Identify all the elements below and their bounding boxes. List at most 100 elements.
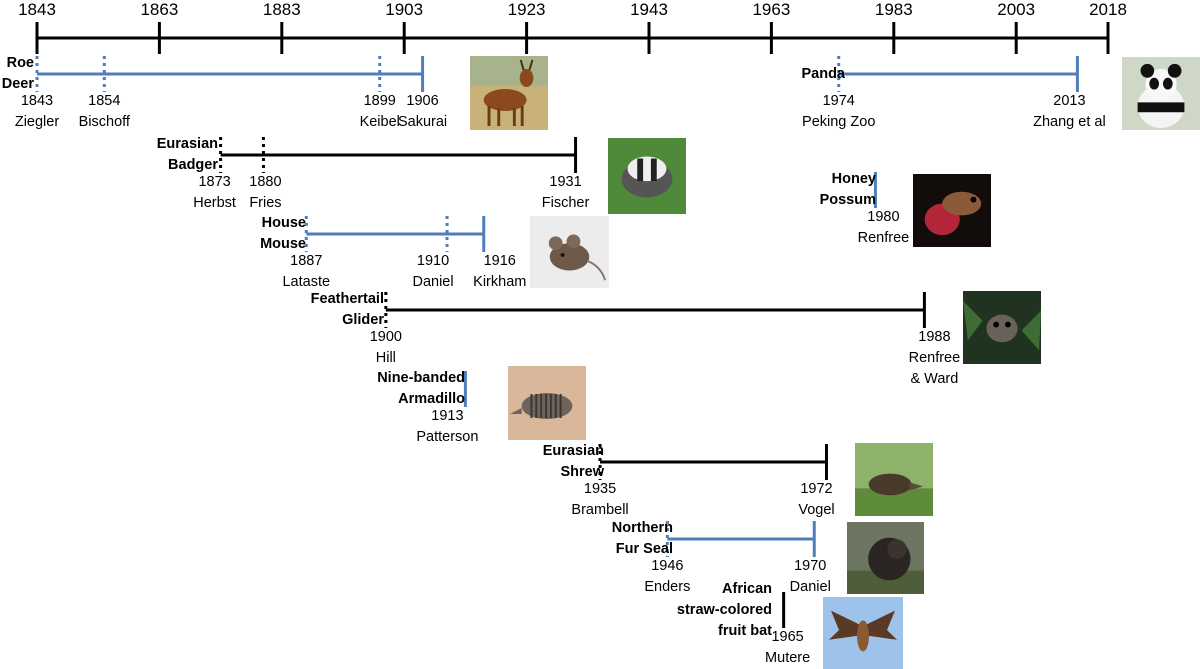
event-author: Patterson xyxy=(416,429,479,445)
event-author: Keibel xyxy=(359,114,400,130)
panda-photo xyxy=(1122,57,1200,130)
species-name-fruit-bat: African straw-colored fruit bat xyxy=(677,579,772,642)
event-author: Fischer xyxy=(541,195,590,211)
event-year: 1843 xyxy=(20,93,54,109)
event-year: 1899 xyxy=(363,93,396,109)
species-name-line: Armadillo xyxy=(398,391,465,407)
axis-tick-label: 1883 xyxy=(262,0,301,19)
event-year: 1900 xyxy=(369,329,402,345)
honey-possum-photo xyxy=(913,174,991,247)
event-year: 1988 xyxy=(918,329,951,345)
event-author: Ziegler xyxy=(14,114,60,130)
species-name-panda: Panda xyxy=(801,64,845,85)
event-year: 1873 xyxy=(198,174,231,190)
event-year: 1887 xyxy=(290,253,323,269)
event-author: Zhang et al xyxy=(1033,114,1106,130)
armadillo-photo xyxy=(508,366,586,440)
fur-seal-photo xyxy=(847,522,924,594)
event-year: 1916 xyxy=(483,253,516,269)
axis-tick-label: 1943 xyxy=(630,0,668,19)
fruit-bat-photo xyxy=(823,597,903,669)
event-year: 1854 xyxy=(88,93,121,109)
event-year: 1906 xyxy=(406,93,439,109)
event-author: Brambell xyxy=(571,502,629,518)
event-year: 1974 xyxy=(822,93,855,109)
species-name-line: fruit bat xyxy=(718,622,772,639)
axis-tick-label: 2003 xyxy=(997,0,1036,19)
axis-tick-label: 1863 xyxy=(140,0,179,19)
event-author: Herbst xyxy=(193,195,236,211)
event-author: Peking Zoo xyxy=(802,114,876,130)
species-name-line: House xyxy=(261,215,306,231)
axis-tick-label: 1923 xyxy=(507,0,546,19)
event-author: Lataste xyxy=(282,274,331,290)
axis-tick-label: 1843 xyxy=(18,0,56,19)
event-author: Renfree xyxy=(857,230,910,246)
axis-tick-label: 1983 xyxy=(874,0,913,19)
event-year: 1972 xyxy=(800,481,833,497)
species-name-line: Badger xyxy=(168,157,218,173)
event-author: Enders xyxy=(644,579,691,595)
species-name-line: Eurasian xyxy=(156,136,218,152)
event-author: Daniel xyxy=(412,274,454,290)
event-year: 1970 xyxy=(794,558,827,574)
event-year: 1965 xyxy=(771,629,804,645)
species-name-line: Glider xyxy=(342,312,384,328)
species-name-line: Feathertail xyxy=(310,291,384,307)
species-name-line: Northern xyxy=(611,520,673,536)
event-author: Kirkham xyxy=(473,274,527,290)
event-year: 1910 xyxy=(416,253,450,269)
event-author: Mutere xyxy=(765,650,811,666)
species-name-line: straw-colored xyxy=(676,601,772,618)
shrew-photo xyxy=(855,443,933,516)
roe-deer-photo xyxy=(470,56,548,130)
species-name-line: Deer xyxy=(1,76,34,92)
event-year: 1913 xyxy=(431,408,464,424)
event-year: 2013 xyxy=(1053,93,1086,109)
mouse-photo xyxy=(530,216,609,288)
event-author: Bischoff xyxy=(78,114,130,130)
event-author: Daniel xyxy=(789,579,831,595)
axis-tick-label: 1903 xyxy=(385,0,424,19)
event-year: 1935 xyxy=(583,481,617,497)
species-name-line: Fur Seal xyxy=(615,541,673,557)
species-name-line: African xyxy=(722,580,772,597)
axis-tick-label: 1963 xyxy=(752,0,791,19)
event-year: 1946 xyxy=(651,558,684,574)
badger-photo xyxy=(608,138,686,214)
event-author: Fries xyxy=(249,195,282,211)
species-name-line: Honey xyxy=(831,171,876,187)
event-year: 1880 xyxy=(249,174,282,190)
species-name-line: Shrew xyxy=(560,464,604,480)
species-name-line: Eurasian xyxy=(542,443,604,459)
event-author: Hill xyxy=(375,350,396,366)
species-name-line: Nine-banded xyxy=(377,370,465,386)
event-author: Sakurai xyxy=(397,114,448,130)
